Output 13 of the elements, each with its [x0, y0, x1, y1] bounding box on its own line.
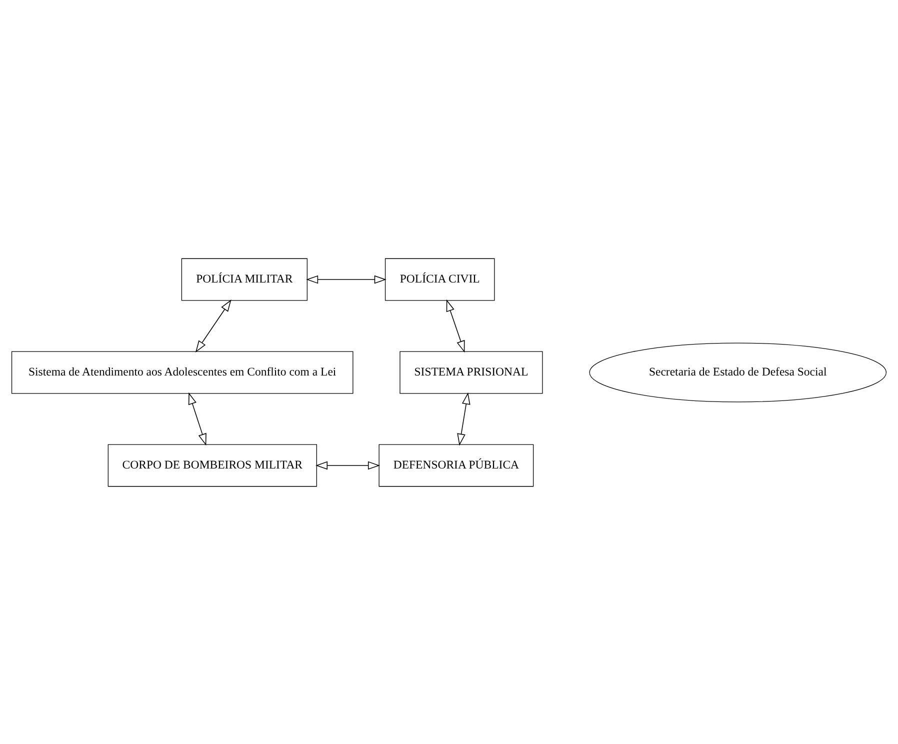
node-box: DEFENSORIA PÚBLICA — [378, 444, 534, 486]
node-box: POLÍCIA MILITAR — [181, 258, 308, 300]
arrow — [457, 392, 470, 446]
node-box: Sistema de Atendimento aos Adolescentes em Conflito com a Lei — [11, 350, 354, 394]
arrow — [306, 274, 386, 284]
node-box: POLÍCIA CIVIL — [384, 258, 495, 300]
node-ellipse: Secretaria de Estado de Defesa Social — [589, 342, 887, 402]
node-box: CORPO DE BOMBEIROS MILITAR — [108, 444, 317, 486]
node-box: SISTEMA PRISIONAL — [400, 350, 543, 394]
arrow — [316, 460, 380, 470]
arrow — [188, 392, 206, 446]
arrow — [446, 298, 465, 352]
arrow — [195, 299, 232, 352]
